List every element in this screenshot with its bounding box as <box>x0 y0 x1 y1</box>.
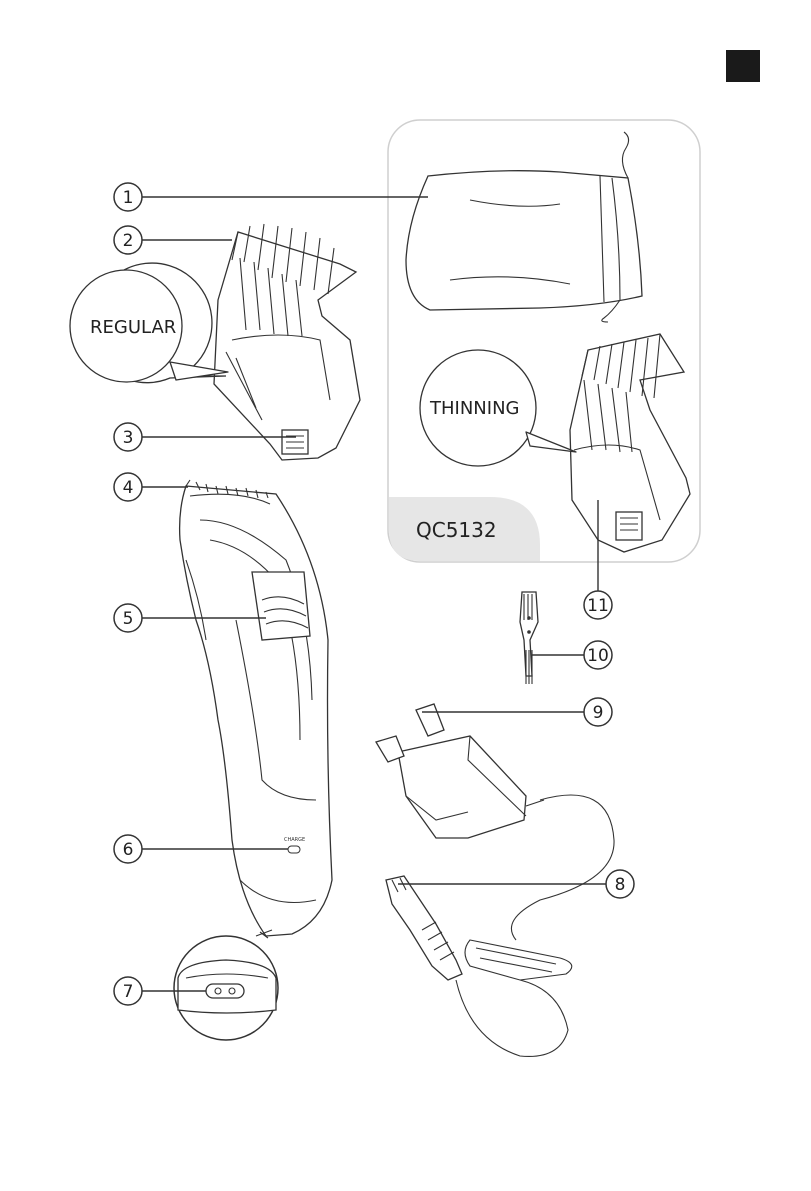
part-marker-11: 11 <box>584 591 612 619</box>
charge-label: CHARGE <box>284 837 305 843</box>
part-number: 1 <box>123 188 134 208</box>
part-marker-5: 5 <box>114 604 142 632</box>
cleaning-brush-icon <box>520 592 538 684</box>
part-marker-4: 4 <box>114 473 142 501</box>
clipper-body <box>180 480 332 936</box>
part-marker-3: 3 <box>114 423 142 451</box>
part-number: 8 <box>615 875 626 895</box>
appliance-socket-icon <box>174 930 278 1040</box>
part-marker-7: 7 <box>114 977 142 1005</box>
part-marker-1: 1 <box>114 183 142 211</box>
adapter-icon <box>376 704 544 838</box>
model-number: QC5132 <box>416 518 497 542</box>
part-marker-2: 2 <box>114 226 142 254</box>
part-marker-8: 8 <box>606 870 634 898</box>
part-number: 2 <box>123 231 134 251</box>
part-number: 10 <box>587 646 609 666</box>
part-number: 6 <box>123 840 134 860</box>
part-marker-9: 9 <box>584 698 612 726</box>
comb-regular-icon <box>214 224 360 460</box>
part-marker-10: 10 <box>584 641 612 669</box>
part-number: 5 <box>123 609 134 629</box>
part-number: 4 <box>123 478 134 498</box>
on-off-button-icon[interactable] <box>252 572 310 640</box>
part-number: 11 <box>587 596 609 616</box>
regular-callout: REGULAR <box>70 263 228 383</box>
regular-label: REGULAR <box>90 317 176 338</box>
part-marker-6: 6 <box>114 835 142 863</box>
corner-badge <box>726 50 760 82</box>
thinning-label: THINNING <box>429 398 520 419</box>
part-number: 3 <box>123 428 134 448</box>
small-plug-icon <box>386 795 614 1056</box>
part-number: 7 <box>123 982 134 1002</box>
part-number: 9 <box>593 703 604 723</box>
